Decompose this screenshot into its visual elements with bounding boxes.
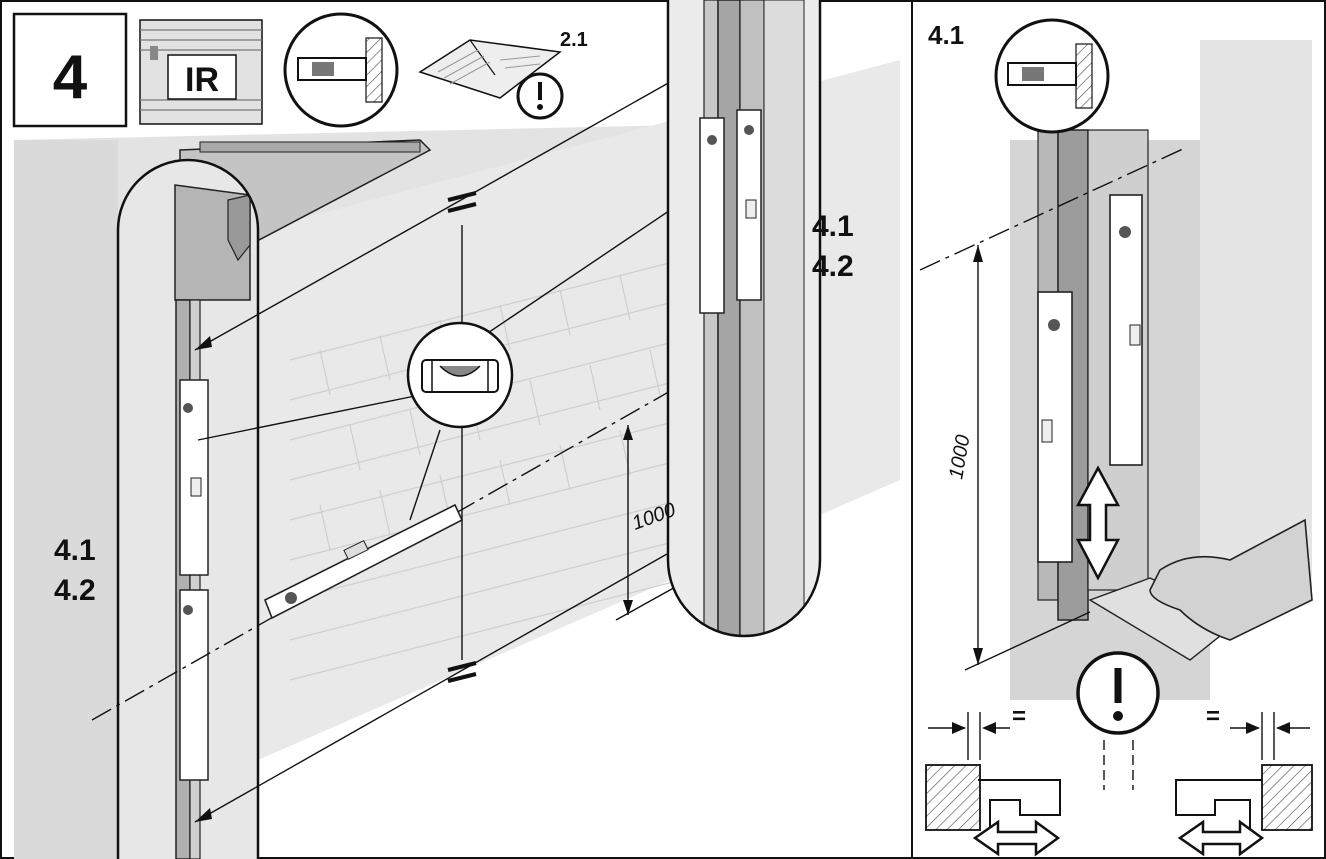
right-panel: 1000 4.1 (919, 18, 1313, 857)
step-number-box (12, 12, 128, 128)
right-warning-icon (1076, 651, 1160, 735)
left-wall (14, 140, 118, 859)
ir-shutter-icon: IR (139, 19, 263, 125)
ir-label: IR (185, 61, 219, 99)
right-loupe-content (668, 0, 820, 636)
right-loupe-outline (666, 0, 822, 638)
level-wall-icon (283, 12, 399, 128)
left-loupe-content (118, 160, 258, 859)
step-header: 4 IR (12, 12, 588, 128)
right-level-wall-icon (994, 18, 1110, 134)
left-ref-1: 4.1 (54, 534, 96, 567)
step-number: 4 (53, 43, 88, 112)
right-wall (1200, 40, 1312, 600)
spirit-level-horizontal (263, 503, 464, 620)
right-dimension-line (919, 147, 1186, 671)
gap-equal-right: = (1206, 703, 1220, 730)
left-loupe-outline (116, 158, 260, 859)
right-level-1 (699, 117, 725, 314)
equal-marks (447, 191, 477, 683)
bubble-loupe (406, 321, 514, 429)
hand-icon (1149, 518, 1313, 641)
manual-ref: 2.1 (560, 29, 588, 51)
left-ref-2: 4.2 (54, 574, 96, 607)
manual-icon: 2.1 (418, 29, 588, 120)
cross-section: = = (925, 703, 1313, 857)
shutter-roll (199, 141, 421, 153)
adjust-arrow (1075, 465, 1121, 581)
gap-equal-left: = (1012, 703, 1026, 730)
panel-ref: 4.1 (928, 20, 964, 50)
spirit-level-vertical-lower (179, 589, 209, 781)
right-ref-1: 4.1 (812, 210, 854, 243)
right-ref-2: 4.2 (812, 250, 854, 283)
left-shift-arrow (972, 819, 1061, 857)
left-panel: 1000 4.1 4.2 4.1 4.2 (14, 0, 900, 859)
right-shift-arrow (1177, 819, 1265, 857)
